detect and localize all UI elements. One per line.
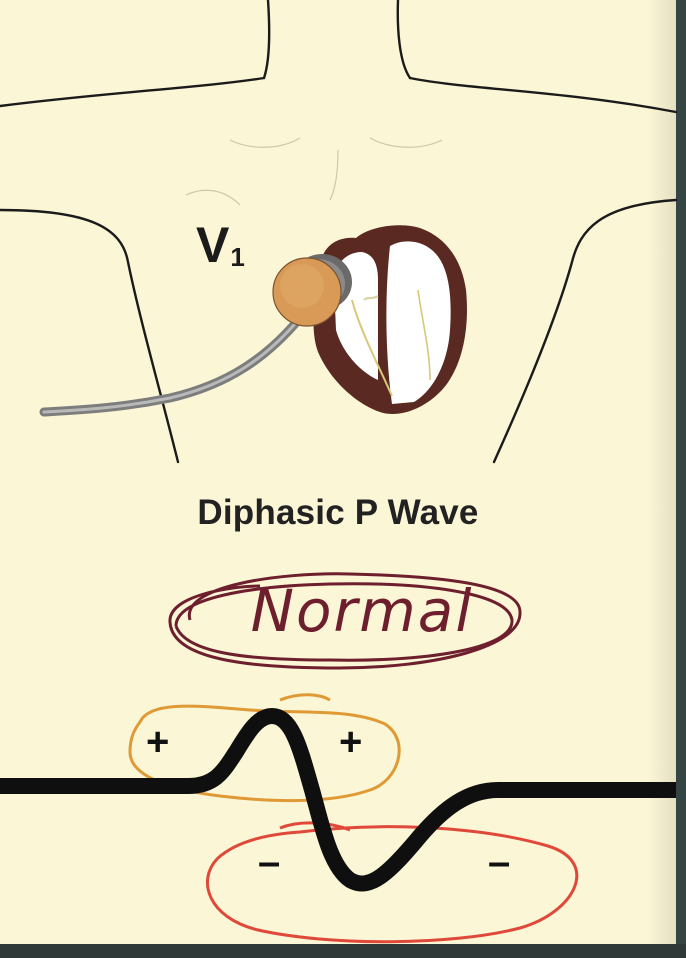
- right-edge-bar: [676, 0, 686, 944]
- positive-sign-right: +: [339, 720, 363, 764]
- page-title: Diphasic P Wave: [197, 493, 479, 532]
- arm-left: [0, 208, 180, 464]
- positive-circle: [128, 693, 401, 803]
- lead-subscript: 1: [230, 242, 245, 272]
- positive-sign-left: +: [146, 720, 170, 764]
- handwritten-annotation: Normal: [250, 577, 474, 645]
- negative-sign-left: –: [258, 840, 281, 884]
- arm-right: [492, 198, 678, 464]
- neck-left: [262, 0, 271, 80]
- electrode-icon: [272, 254, 352, 327]
- heart-icon: [313, 225, 467, 414]
- lead-letter: V: [196, 217, 230, 273]
- negative-sign-right: –: [488, 840, 511, 884]
- chest-contours: [185, 137, 443, 206]
- lead-label: V1: [196, 217, 245, 273]
- annotation-circle: [168, 572, 522, 670]
- bottom-edge-bar: [0, 944, 686, 958]
- neck-right: [396, 0, 412, 80]
- shoulder-right: [408, 76, 678, 114]
- p-wave-trace: [0, 708, 676, 892]
- shoulder-left: [0, 76, 266, 108]
- torso-outline: [0, 0, 678, 464]
